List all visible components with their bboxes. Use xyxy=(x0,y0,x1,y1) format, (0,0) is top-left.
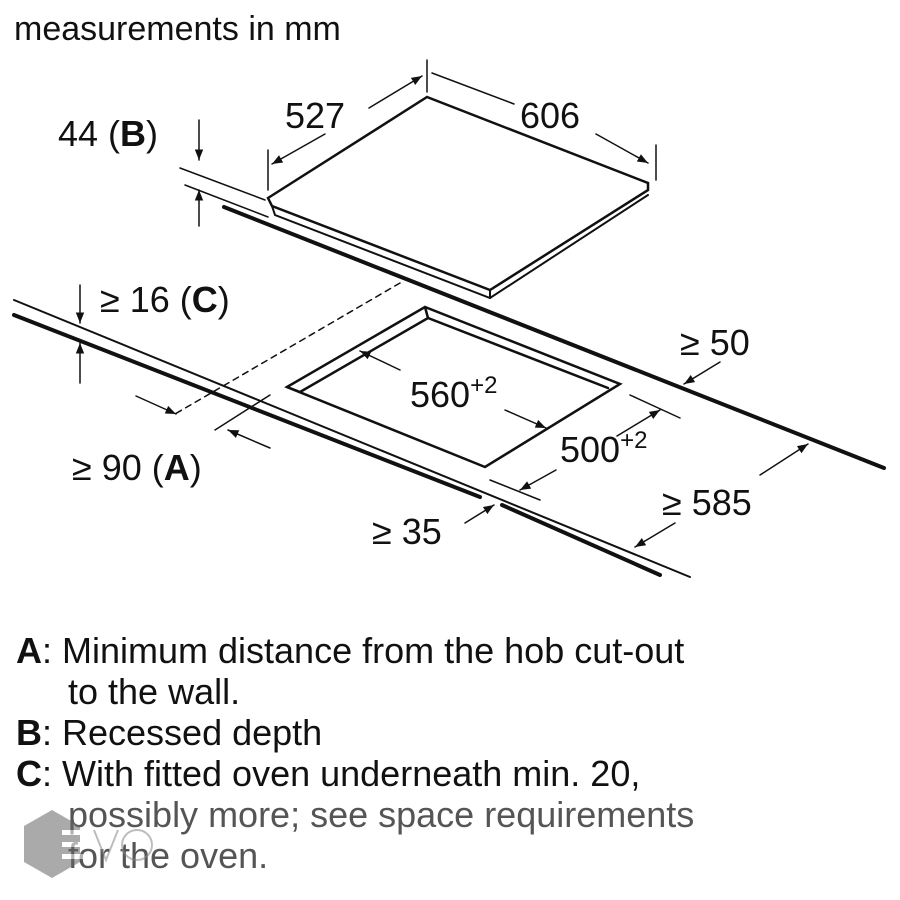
wall-distance-label: ≥ 90 (A) xyxy=(72,447,202,488)
hob-outline xyxy=(266,95,650,300)
worktop-thickness-label: ≥ 16 (C) xyxy=(100,279,230,320)
hob-depth-label: 527 xyxy=(285,95,345,136)
cutout-width-label: 560+2 xyxy=(410,372,497,415)
worktop-depth-label: ≥ 585 xyxy=(662,482,752,523)
hob-installation-diagram: 527 606 44 (B) ≥ 16 (C) 560+2 500+2 ≥ 50… xyxy=(12,59,886,578)
recess-depth-label: 44 (B) xyxy=(58,113,158,154)
cutout-depth-label: 500+2 xyxy=(560,427,647,470)
legend-item-a-cont: to the wall. xyxy=(68,671,241,712)
legend-item-b: B: Recessed depth xyxy=(16,712,323,753)
cutout-outline xyxy=(284,305,623,469)
legend-item-c-cont2: for the oven. xyxy=(68,835,269,876)
legend: A: Minimum distance from the hob cut-out… xyxy=(16,630,694,876)
hob-width-label: 606 xyxy=(520,95,580,136)
worktop-back-edge xyxy=(222,205,886,470)
watermark-logo xyxy=(24,810,153,878)
measurements-title: measurements in mm xyxy=(14,10,341,48)
front-distance-label: ≥ 35 xyxy=(372,511,442,552)
legend-item-c-cont: possibly more; see space requirements xyxy=(68,794,695,835)
back-distance-label: ≥ 50 xyxy=(680,322,750,363)
legend-item-a: A: Minimum distance from the hob cut-out xyxy=(16,630,685,671)
legend-item-c: C: With fitted oven underneath min. 20, xyxy=(16,753,641,794)
